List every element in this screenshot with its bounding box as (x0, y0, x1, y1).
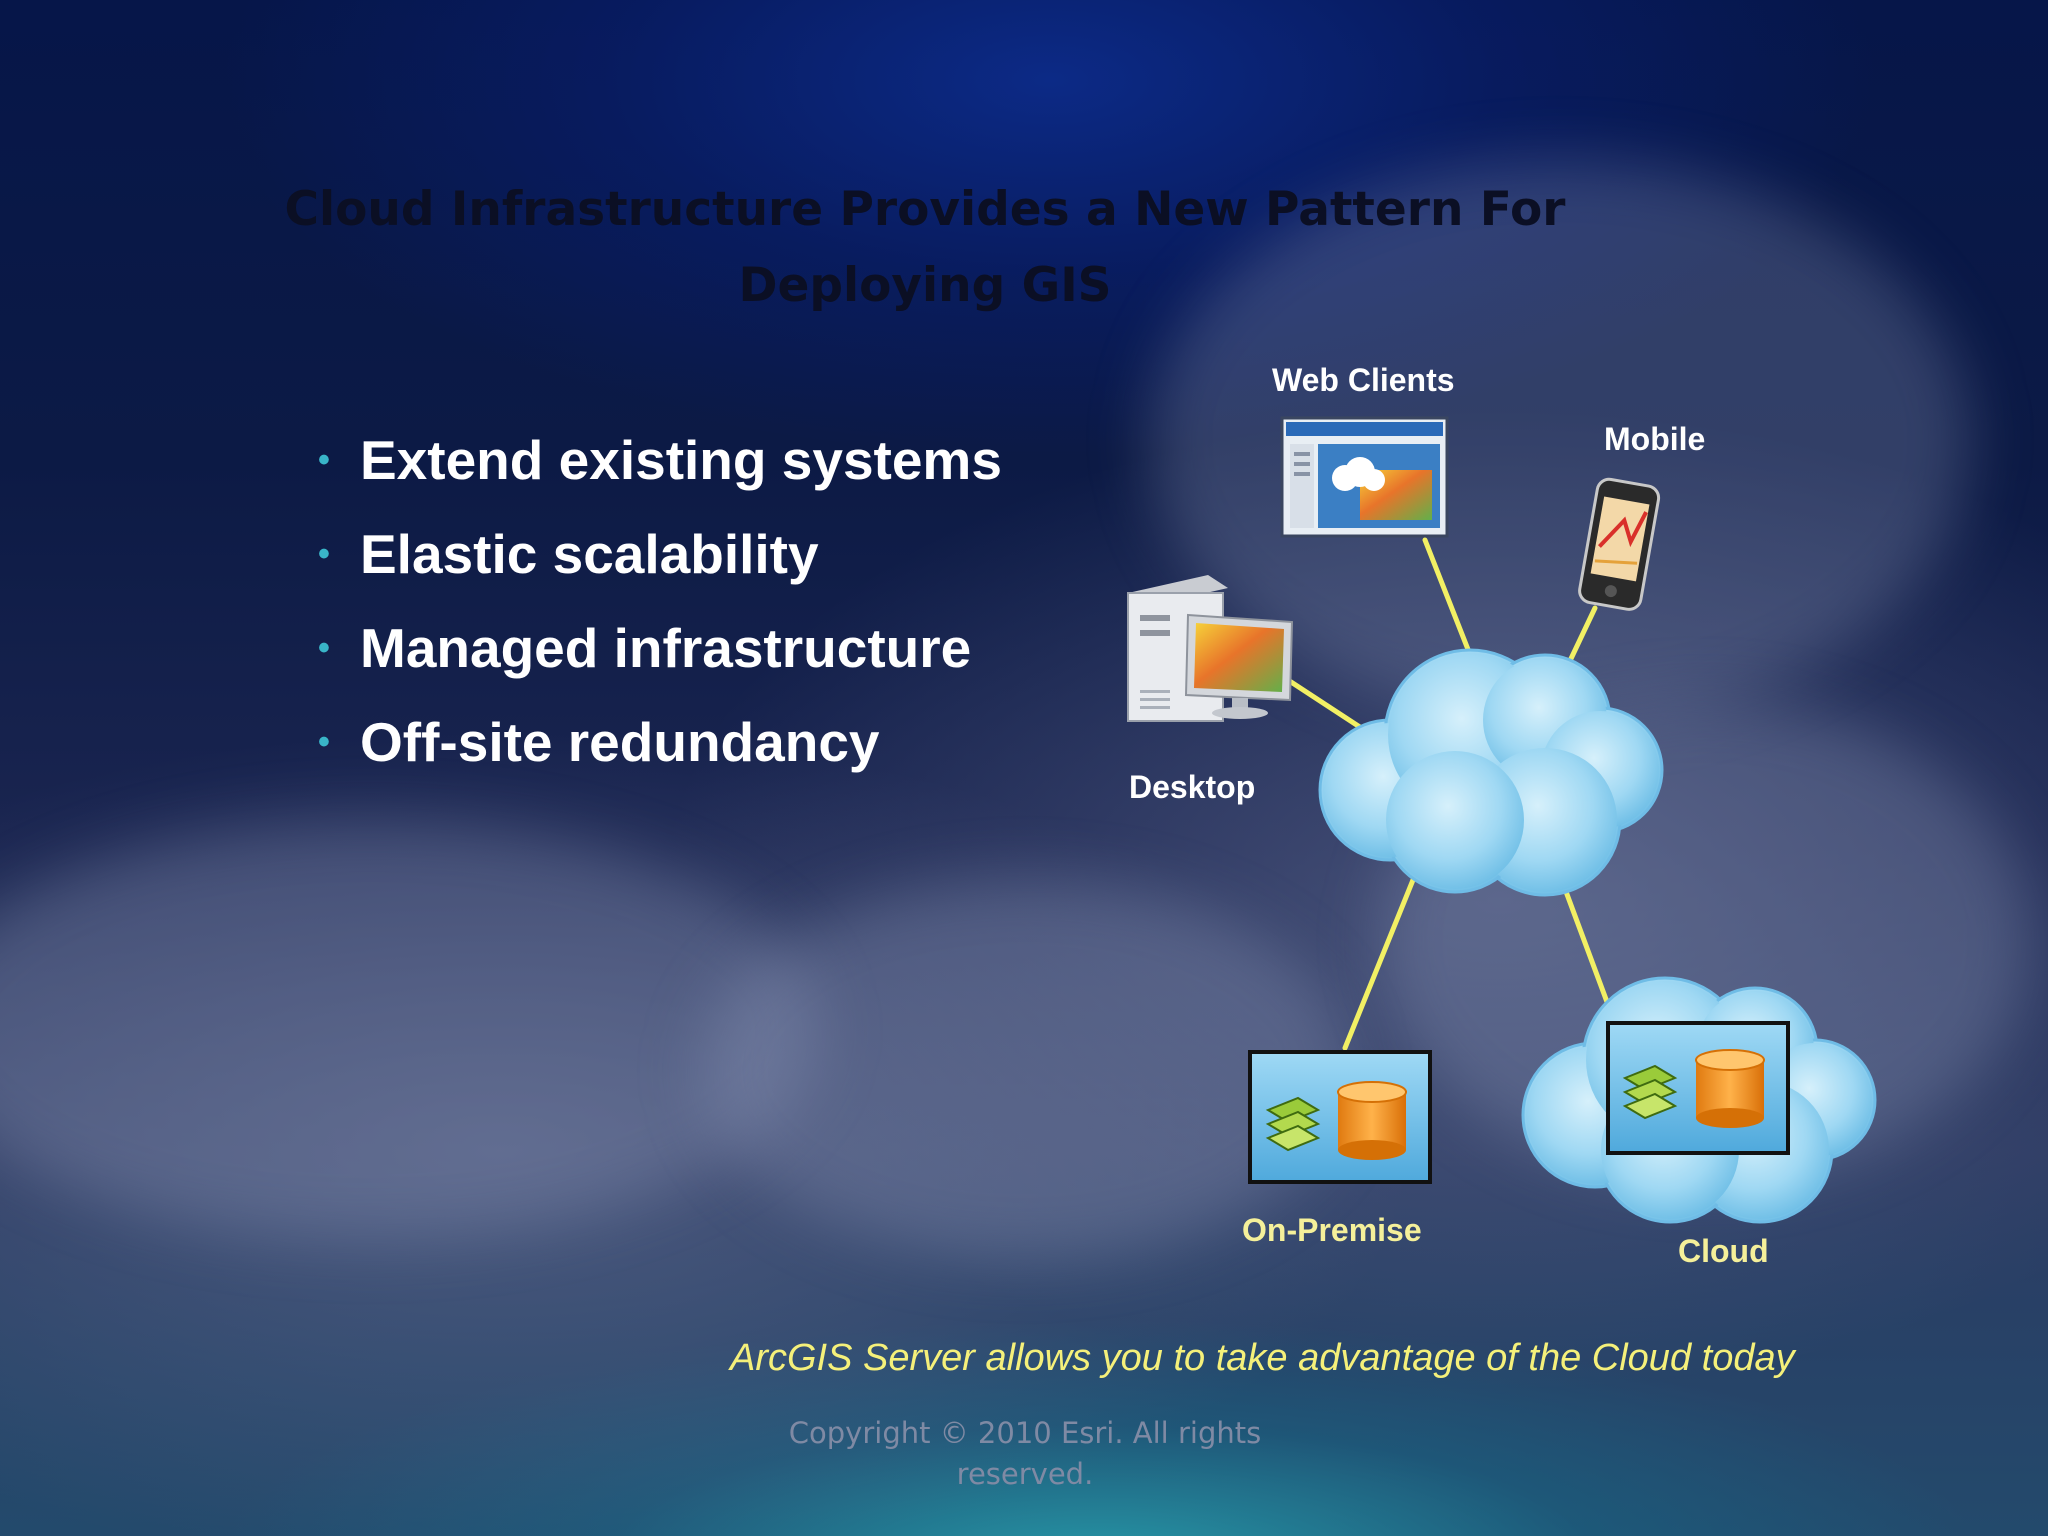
connector-onpremise (1345, 875, 1415, 1048)
server-database-icon (1250, 1052, 1430, 1182)
mobile-label: Mobile (1604, 421, 1705, 458)
copyright-notice: Copyright © 2010 Esri. All rights reserv… (740, 1413, 1310, 1495)
connector-mobile (1568, 608, 1595, 665)
tagline: ArcGIS Server allows you to take advanta… (730, 1335, 1810, 1382)
desktop-label: Desktop (1129, 769, 1255, 806)
on-premise-label: On-Premise (1242, 1212, 1422, 1249)
web-browser-icon (1282, 418, 1447, 536)
mobile-phone-icon (1578, 477, 1661, 611)
web-clients-label: Web Clients (1272, 362, 1455, 399)
desktop-computer-icon (1128, 575, 1292, 721)
cloud-database-icon (1523, 978, 1875, 1222)
cloud-label: Cloud (1678, 1233, 1769, 1270)
